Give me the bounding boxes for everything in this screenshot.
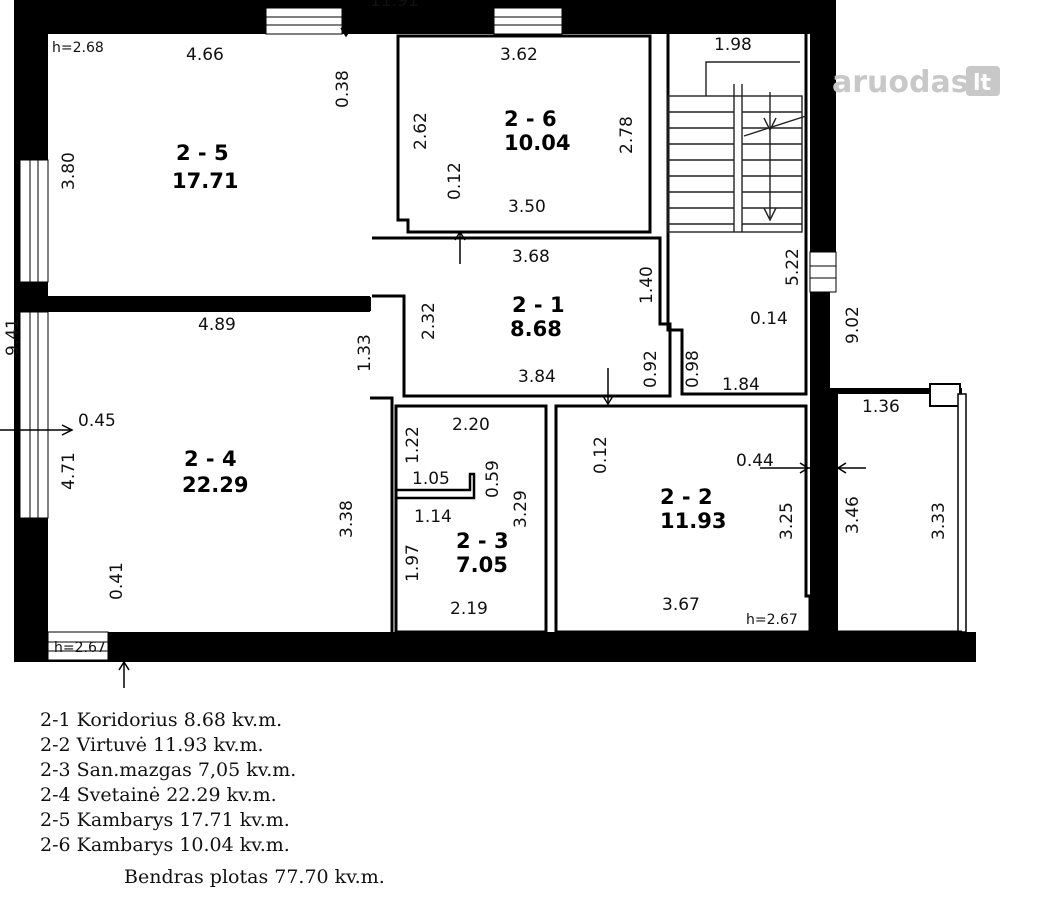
room-id-25: 2 - 5 xyxy=(176,141,229,165)
dim-r23-niche-h: 1.22 xyxy=(403,426,423,464)
dim-r22-step: 0.12 xyxy=(591,436,611,474)
room-id-22: 2 - 2 xyxy=(660,485,713,509)
dim-r21-left: 2.32 xyxy=(419,302,439,340)
dim-r25-height: 3.80 xyxy=(59,152,79,190)
dim-right-total: 9.02 xyxy=(843,306,863,344)
window-left-25 xyxy=(19,159,49,283)
dim-r24-right: 3.38 xyxy=(337,500,357,538)
dim-r21-right: 1.40 xyxy=(637,266,657,304)
dim-overall-top: 11.91 xyxy=(370,0,419,11)
dim-r22-wall: 0.44 xyxy=(736,451,774,471)
dim-r21-step: 0.92 xyxy=(641,350,661,388)
dim-r26-top: 3.62 xyxy=(500,45,538,65)
window-top-25 xyxy=(265,7,343,35)
dim-overall-left: 9.41 xyxy=(3,318,23,356)
watermark-suffix: lt xyxy=(973,71,992,96)
room-area-22: 11.93 xyxy=(660,509,726,533)
legend-row: 2-4 Svetainė 22.29 kv.m. xyxy=(40,784,277,806)
legend-row: 2-1 Koridorius 8.68 kv.m. xyxy=(40,709,283,731)
dim-r21-top: 3.68 xyxy=(512,247,550,267)
dim-r23-bottom: 2.19 xyxy=(450,599,488,619)
dim-balcony-width: 1.36 xyxy=(862,397,900,417)
dim-r22-right: 3.25 xyxy=(777,502,797,540)
dim-r23-niche-w: 1.05 xyxy=(412,469,450,489)
room-area-25: 17.71 xyxy=(172,169,238,193)
dim-r21-bottom: 3.84 xyxy=(518,367,556,387)
dim-r23-left: 1.97 xyxy=(403,544,423,582)
window-left-24 xyxy=(19,311,49,519)
dim-r24-step: 1.33 xyxy=(355,334,375,372)
room-area-26: 10.04 xyxy=(504,131,570,155)
dim-r23-inner-w: 1.14 xyxy=(414,507,452,527)
legend-row: 2-2 Virtuvė 11.93 kv.m. xyxy=(40,734,264,756)
legend-row: 2-6 Kambarys 10.04 kv.m. xyxy=(40,834,290,856)
window-top-26 xyxy=(493,7,563,35)
dim-stair-step: 0.98 xyxy=(683,350,703,388)
dim-r24-width: 4.89 xyxy=(198,315,236,335)
dimension-markers xyxy=(0,0,866,688)
dim-r24-left: 4.71 xyxy=(59,452,79,490)
interior-walls xyxy=(48,30,962,634)
dim-r24-door: 0.41 xyxy=(107,562,127,600)
watermark: aruodas lt xyxy=(832,65,1000,100)
dim-stair-bottom: 1.84 xyxy=(722,375,760,395)
height-bottom-left: h=2.67 xyxy=(54,640,106,656)
dim-r25-door: 0.38 xyxy=(333,70,353,108)
staircase xyxy=(667,61,807,233)
room-area-24: 22.29 xyxy=(182,473,248,497)
room-legend: 2-1 Koridorius 8.68 kv.m. 2-2 Virtuvė 11… xyxy=(40,708,296,858)
dim-r26-step: 0.12 xyxy=(445,162,465,200)
height-bottom-right: h=2.67 xyxy=(746,612,798,628)
dim-stair-height: 5.22 xyxy=(783,248,803,286)
dim-r24-wall: 0.45 xyxy=(78,411,116,431)
dim-r23-niche-d: 0.59 xyxy=(483,460,503,498)
dim-r25-width: 4.66 xyxy=(186,45,224,65)
floor-plan: aruodas lt h=2.68 h=2.67 h=2.67 2 - 5 17… xyxy=(0,0,1000,688)
dim-r22-bottom: 3.67 xyxy=(662,595,700,615)
room-id-23: 2 - 3 xyxy=(456,529,509,553)
height-top-left: h=2.68 xyxy=(52,40,104,56)
dim-stair-small: 0.14 xyxy=(750,309,788,329)
legend-row: 2-3 San.mazgas 7,05 kv.m. xyxy=(40,759,297,781)
window-right-stair xyxy=(809,251,837,293)
watermark-text: aruodas xyxy=(832,65,969,100)
room-id-24: 2 - 4 xyxy=(184,447,237,471)
room-area-21: 8.68 xyxy=(510,317,562,341)
dim-stair-width: 1.98 xyxy=(714,35,752,55)
legend-row: 2-5 Kambarys 17.71 kv.m. xyxy=(40,809,290,831)
window-bottom-left xyxy=(47,631,109,661)
total-area: Bendras plotas 77.70 kv.m. xyxy=(124,866,385,888)
dim-r23-top: 2.20 xyxy=(452,415,490,435)
room-area-23: 7.05 xyxy=(456,553,508,577)
dim-r23-right: 3.29 xyxy=(511,490,531,528)
dim-r26-right: 2.78 xyxy=(617,116,637,154)
dim-balcony-left: 3.46 xyxy=(843,496,863,534)
dim-balcony-right: 3.33 xyxy=(929,502,949,540)
dim-r26-bottom: 3.50 xyxy=(508,197,546,217)
dim-r26-left: 2.62 xyxy=(411,112,431,150)
room-id-26: 2 - 6 xyxy=(504,107,557,131)
room-id-21: 2 - 1 xyxy=(512,293,565,317)
